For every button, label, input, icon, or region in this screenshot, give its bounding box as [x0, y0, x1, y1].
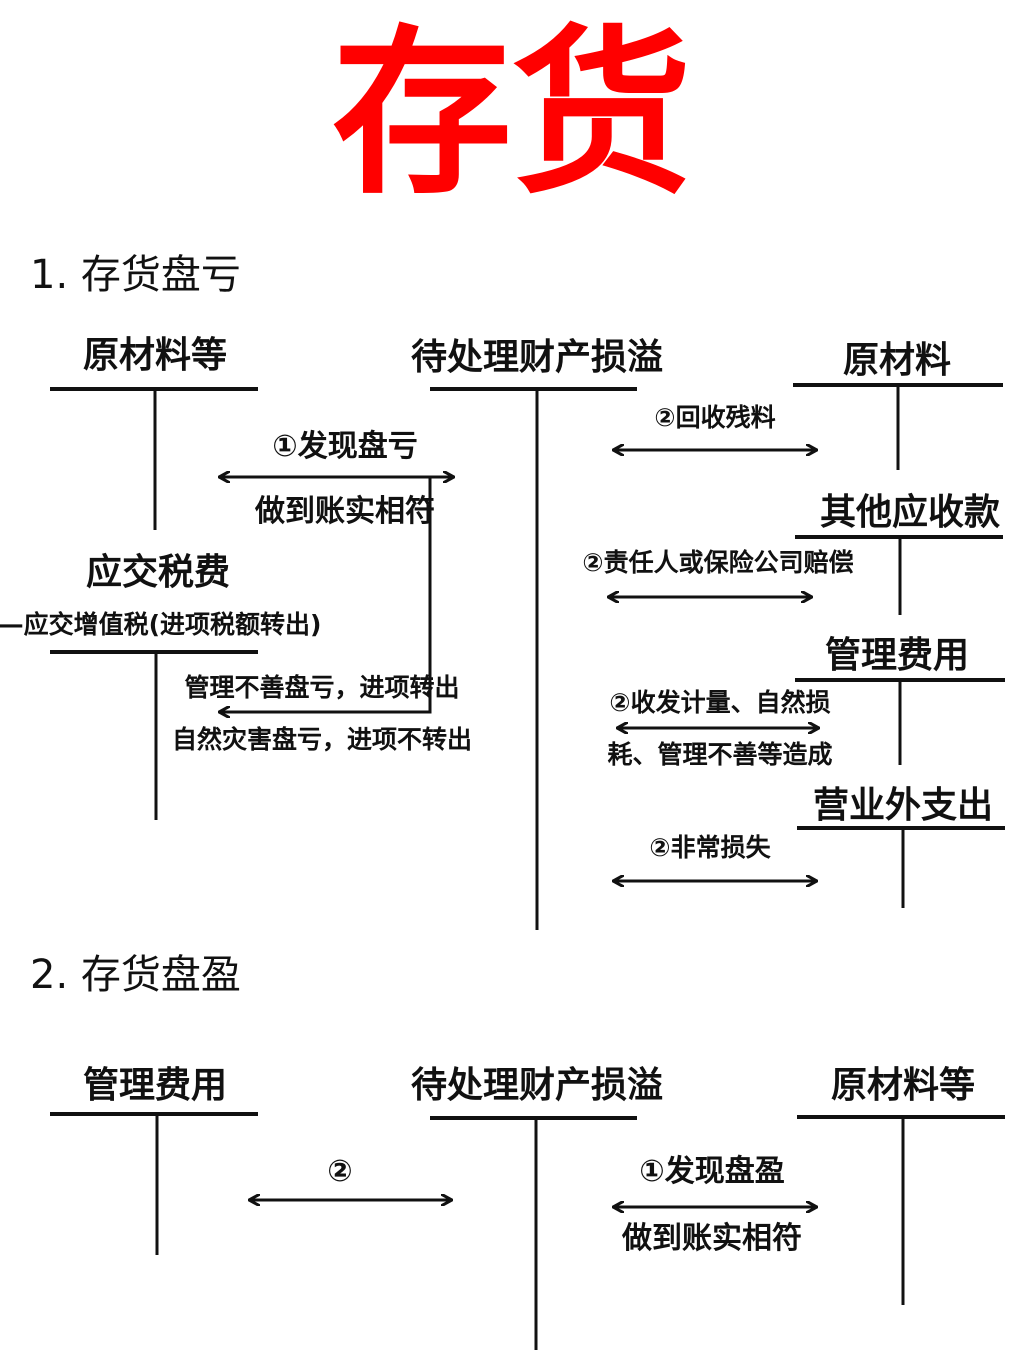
text-step2: ② [327, 1154, 353, 1189]
label-raw-materials-etc-2: 原材料等 [830, 1065, 976, 1106]
text-normal-loss-2: 耗、管理不善等造成 [607, 740, 833, 769]
label-non-operating: 营业外支出 [812, 785, 994, 826]
text-abnormal-loss: ②非常损失 [649, 833, 771, 862]
text-scrap: ②回收残料 [654, 403, 776, 432]
label-vat-sub: —应交增值税(进项税额转出) [0, 610, 322, 639]
label-raw-materials-etc: 原材料等 [82, 335, 228, 376]
label-taxes-payable: 应交税费 [85, 552, 231, 593]
section-heading-loss: 1. 存货盘亏 [30, 252, 241, 298]
text-reconcile-2: 做到账实相符 [622, 1221, 802, 1256]
label-other-receivables: 其他应收款 [819, 492, 1001, 533]
label-admin-expenses: 管理费用 [824, 635, 970, 676]
label-pending: 待处理财产损溢 [410, 337, 664, 378]
text-normal-loss-1: ②收发计量、自然损 [609, 688, 831, 717]
label-pending-2: 待处理财产损溢 [410, 1065, 664, 1106]
section-heading-gain: 2. 存货盘盈 [30, 952, 241, 998]
label-raw-materials: 原材料 [842, 340, 952, 381]
text-reconcile: 做到账实相符 [255, 494, 435, 529]
arrow-tax-transfer [220, 477, 432, 712]
text-found-loss: ①发现盘亏 [272, 429, 418, 464]
text-compensation: ②责任人或保险公司赔偿 [582, 548, 854, 577]
text-mgmt-loss: 管理不善盘亏，进项转出 [184, 673, 460, 702]
label-admin-expenses-2: 管理费用 [82, 1065, 228, 1106]
text-disaster-loss: 自然灾害盘亏，进项不转出 [171, 725, 473, 754]
page-title: 存货 [331, 10, 693, 219]
text-found-gain: ①发现盘盈 [639, 1154, 785, 1189]
